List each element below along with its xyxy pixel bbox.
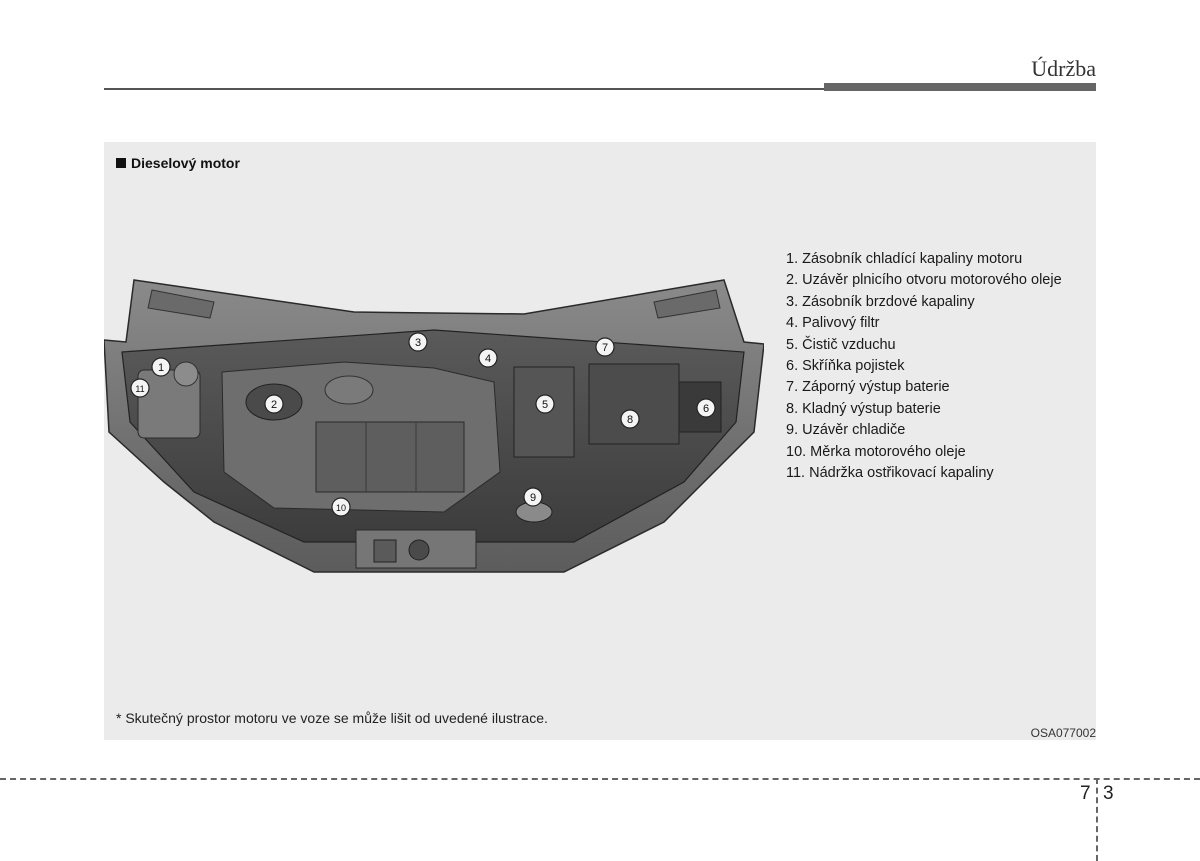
legend-item-11: 11. Nádržka ostřikovací kapaliny [786, 465, 994, 482]
section-heading: Dieselový motor [116, 155, 240, 171]
page-number: 3 [1103, 783, 1114, 804]
callout-marker-9 [523, 487, 543, 507]
callout-label-5: 5 [542, 399, 548, 411]
page-number-divider [1096, 778, 1098, 861]
callout-marker-3 [408, 332, 428, 352]
callout-marker-5 [535, 394, 555, 414]
callout-marker-7 [595, 337, 615, 357]
legend-item-3: 3. Zásobník brzdové kapaliny [786, 293, 975, 310]
legend-item-10: 10. Měrka motorového oleje [786, 443, 966, 460]
section-heading-label: Dieselový motor [131, 155, 240, 171]
legend-item-9: 9. Uzávěr chladiče [786, 422, 906, 439]
callout-label-9: 9 [530, 492, 536, 504]
component-legend: 1. Zásobník chladící kapaliny motoru 2. … [786, 249, 1062, 484]
callout-marker-11 [130, 378, 150, 398]
callout-marker-4 [478, 348, 498, 368]
callout-label-7: 7 [602, 342, 608, 354]
legend-item-4: 4. Palivový filtr [786, 315, 880, 332]
callout-label-4: 4 [485, 353, 491, 365]
footnote: * Skutečný prostor motoru ve voze se můž… [116, 710, 548, 726]
callout-marker-2 [264, 394, 284, 414]
chapter-title: Údržba [1031, 56, 1096, 81]
callout-marker-8 [620, 409, 640, 429]
legend-item-6: 6. Skříňka pojistek [786, 358, 905, 375]
callout-label-6: 6 [703, 403, 709, 415]
callout-label-10: 10 [336, 503, 346, 513]
legend-item-2: 2. Uzávěr plnicího otvoru motorového ole… [786, 272, 1062, 289]
callout-label-1: 1 [158, 362, 164, 374]
engine-compartment-illustration: 1 2 3 4 5 6 7 8 9 10 11 [104, 279, 764, 573]
figure-code: OSA077002 [1030, 726, 1096, 740]
callout-label-3: 3 [415, 337, 421, 349]
header-rule [104, 88, 1096, 90]
chapter-number: 7 [1080, 783, 1091, 804]
callout-marker-1 [151, 357, 171, 377]
footer-divider [0, 778, 1200, 780]
header-rule-accent [824, 83, 1096, 91]
callout-label-11: 11 [135, 384, 144, 394]
legend-item-7: 7. Záporný výstup baterie [786, 379, 950, 396]
legend-item-8: 8. Kladný výstup baterie [786, 400, 941, 417]
legend-item-5: 5. Čistič vzduchu [786, 336, 896, 353]
callout-marker-6 [696, 398, 716, 418]
callout-marker-10 [331, 497, 351, 517]
legend-item-1: 1. Zásobník chladící kapaliny motoru [786, 251, 1023, 267]
callout-label-8: 8 [627, 414, 633, 426]
callout-label-2: 2 [271, 399, 277, 411]
bullet-square-icon [116, 158, 126, 168]
figure-panel: Dieselový motor [104, 142, 1096, 740]
